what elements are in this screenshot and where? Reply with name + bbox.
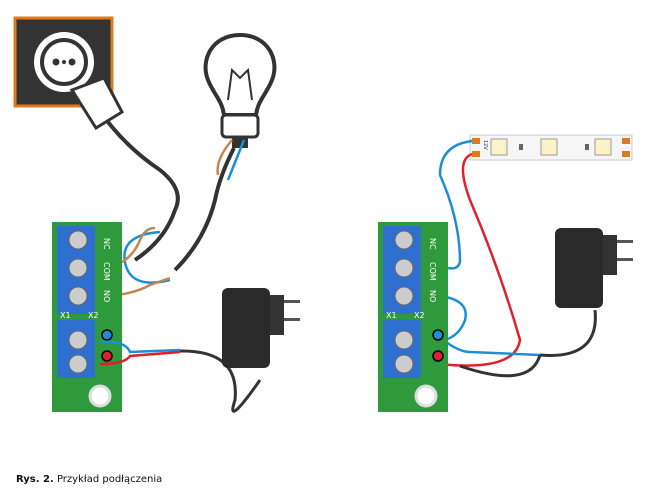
label-nc-right: NC bbox=[428, 238, 437, 250]
label-x2: X2 bbox=[88, 311, 99, 320]
label-no: NO bbox=[102, 290, 111, 302]
label-com-right: COM bbox=[428, 262, 437, 281]
light-bulb-icon bbox=[173, 32, 277, 272]
label-x2-right: X2 bbox=[414, 311, 425, 320]
relay-board-left: NC COM NO X1 X2 bbox=[52, 222, 122, 412]
power-adapter-left-icon bbox=[222, 288, 300, 368]
label-com: COM bbox=[102, 262, 111, 281]
caption-text: Przykład podłączenia bbox=[56, 474, 163, 485]
figure-caption: Rys. 2. Przykład podłączenia bbox=[16, 474, 162, 485]
relay-board-right: NC COM NO X1 X2 bbox=[378, 222, 448, 412]
label-no-right: NO bbox=[428, 290, 437, 302]
label-nc: NC bbox=[102, 238, 111, 250]
led-voltage-label: 12V bbox=[482, 140, 488, 150]
label-x1-right: X1 bbox=[386, 311, 397, 320]
power-adapter-right-icon bbox=[555, 228, 633, 308]
label-x1: X1 bbox=[60, 311, 71, 320]
wall-socket-icon bbox=[13, 16, 114, 108]
plug-icon bbox=[69, 76, 180, 262]
caption-prefix: Rys. 2. bbox=[16, 474, 54, 485]
led-strip-icon: 12V bbox=[469, 134, 633, 161]
